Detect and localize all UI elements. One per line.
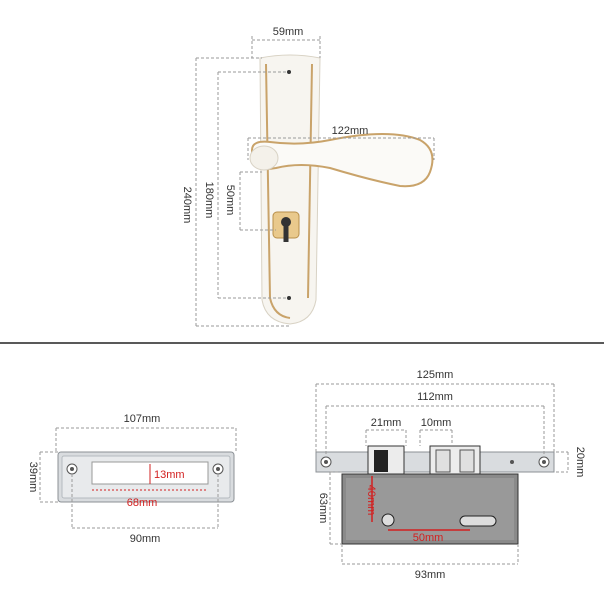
cylinder-pitch-label: 50mm <box>224 185 236 216</box>
strike-plate-view: 13mm 68mm 107mm 39mm 90mm <box>27 413 237 545</box>
strike-length-label: 107mm <box>124 413 161 425</box>
screw-top <box>287 70 291 74</box>
strike-height-label: 39mm <box>27 462 39 493</box>
handle-lever <box>251 133 434 188</box>
body-width-label: 93mm <box>415 569 446 581</box>
latch-label: 21mm <box>371 417 402 429</box>
handle-width-label: 59mm <box>273 26 304 38</box>
handle-gold-trim-right <box>307 63 313 299</box>
lever-length-label: 122mm <box>332 125 369 137</box>
hole-spacing-label: 112mm <box>417 391 453 403</box>
faceplate-width-label: 20mm <box>574 447 586 478</box>
center-label: 40mm <box>365 485 377 516</box>
opening-height-label: 13mm <box>154 469 185 481</box>
hole-pitch-label: 180mm <box>203 182 215 219</box>
handle-back-plate <box>259 54 321 325</box>
key-cylinder-icon <box>272 211 300 242</box>
height-label: 240mm <box>181 187 193 224</box>
faceplate-length-label: 125mm <box>417 369 454 381</box>
bolt-label: 10mm <box>421 417 452 429</box>
screw-bottom <box>287 296 291 300</box>
body-height-label: 63mm <box>317 493 329 524</box>
lock-body-view: 40mm 50mm 125mm 112mm 21mm 10mm 20mm 63m… <box>315 369 586 581</box>
handle-view: 59mm 122mm 240mm 180mm 50mm <box>181 26 435 327</box>
opening-width-label: 68mm <box>127 497 158 509</box>
backset-label: 50mm <box>413 532 444 544</box>
handle-rosette <box>249 145 279 171</box>
strike-hole-spacing-label: 90mm <box>130 533 161 545</box>
